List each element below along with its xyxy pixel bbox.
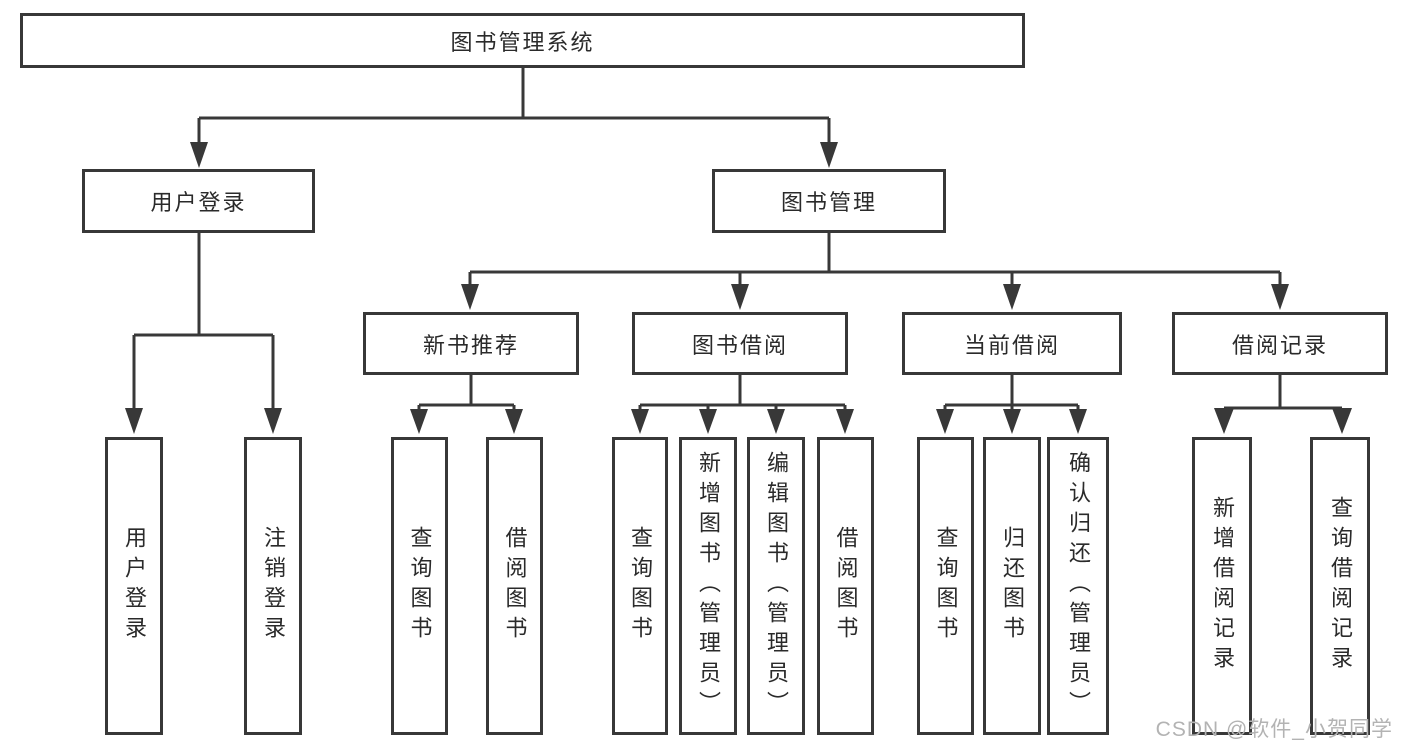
connector-current-borrow-children <box>936 375 1087 434</box>
connector-new-book-children <box>410 375 523 434</box>
leaf-query-books-borrow: 查询图书 <box>612 437 668 735</box>
node-book-borrowing: 图书借阅 <box>632 312 848 375</box>
node-current-borrowing: 当前借阅 <box>902 312 1122 375</box>
leaf-edit-books-admin: 编辑图书（管理员） <box>747 437 805 735</box>
leaf-borrow-books-recommend: 借阅图书 <box>486 437 543 735</box>
connector-book-borrow-children <box>631 375 854 434</box>
leaf-add-books-admin: 新增图书（管理员） <box>679 437 737 735</box>
node-root-system: 图书管理系统 <box>20 13 1025 68</box>
connector-book-mgmt-children <box>461 233 1289 310</box>
csdn-watermark: CSDN @软件_小贺同学 <box>1155 718 1393 741</box>
connector-root-to-level2 <box>190 68 838 168</box>
leaf-label: 查询图书 <box>628 526 653 646</box>
leaf-borrow-books: 借阅图书 <box>817 437 874 735</box>
leaf-label: 编辑图书（管理员） <box>764 451 789 721</box>
leaf-confirm-return-admin: 确认归还（管理员） <box>1047 437 1109 735</box>
leaf-label: 确认归还（管理员） <box>1066 451 1091 721</box>
node-user-login: 用户登录 <box>82 169 315 233</box>
node-user-login-label: 用户登录 <box>150 190 247 215</box>
leaf-label: 新增借阅记录 <box>1210 496 1235 676</box>
leaf-label: 查询图书 <box>407 526 433 646</box>
leaf-label: 查询图书 <box>933 526 959 646</box>
node-current-borrowing-label: 当前借阅 <box>963 332 1060 358</box>
leaf-label: 用户登录 <box>122 526 147 646</box>
node-book-borrowing-label: 图书借阅 <box>691 332 788 358</box>
leaf-add-borrow-record: 新增借阅记录 <box>1192 437 1252 735</box>
leaf-label: 注销登录 <box>261 526 286 646</box>
leaf-query-books-current: 查询图书 <box>917 437 974 735</box>
connector-borrow-records-children <box>1214 375 1352 434</box>
leaf-user-login: 用户登录 <box>105 437 163 735</box>
leaf-label: 归还图书 <box>1000 526 1025 646</box>
leaf-label: 借阅图书 <box>502 526 528 646</box>
node-borrowing-records: 借阅记录 <box>1172 312 1388 375</box>
connector-user-login-children <box>125 233 282 434</box>
leaf-label: 新增图书（管理员） <box>696 451 721 721</box>
node-root-label: 图书管理系统 <box>450 29 595 55</box>
node-borrowing-records-label: 借阅记录 <box>1231 332 1328 358</box>
leaf-label: 借阅图书 <box>833 526 859 646</box>
leaf-query-borrow-record: 查询借阅记录 <box>1310 437 1370 735</box>
node-new-book-recommendation-label: 新书推荐 <box>422 332 519 358</box>
leaf-query-books-recommend: 查询图书 <box>391 437 448 735</box>
node-new-book-recommendation: 新书推荐 <box>363 312 579 375</box>
leaf-logout: 注销登录 <box>244 437 302 735</box>
node-book-management-label: 图书管理 <box>780 190 877 215</box>
leaf-label: 查询借阅记录 <box>1328 496 1353 676</box>
node-book-management: 图书管理 <box>712 169 946 233</box>
leaf-return-books: 归还图书 <box>983 437 1041 735</box>
